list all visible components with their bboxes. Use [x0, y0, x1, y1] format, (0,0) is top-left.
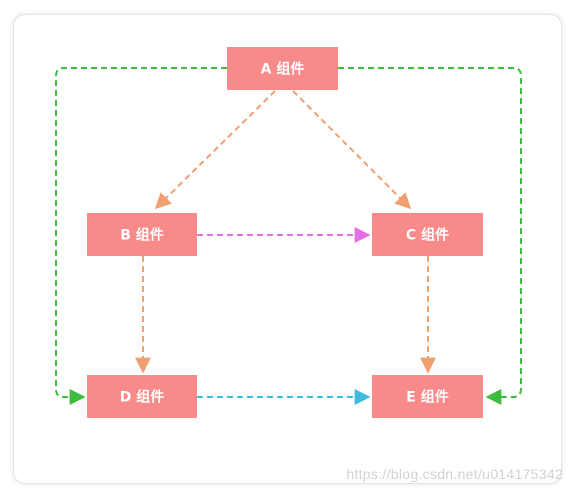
node-c-label: C 组件	[406, 227, 449, 244]
watermark: https://blog.csdn.net/u014175342	[346, 466, 563, 482]
edge-a-to-e	[338, 67, 522, 405]
node-e: E 组件	[372, 375, 483, 418]
node-c: C 组件	[372, 213, 483, 256]
node-a: A 组件	[227, 47, 338, 90]
node-b-label: B 组件	[120, 227, 164, 244]
edge-a-to-c	[292, 90, 412, 210]
edge-a-to-b	[154, 90, 276, 210]
node-e-label: E 组件	[406, 389, 448, 406]
node-d: D 组件	[87, 375, 197, 418]
node-b: B 组件	[87, 213, 197, 256]
edge-a-to-d	[55, 67, 227, 405]
node-a-label: A 组件	[261, 61, 305, 78]
node-d-label: D 组件	[120, 389, 165, 406]
